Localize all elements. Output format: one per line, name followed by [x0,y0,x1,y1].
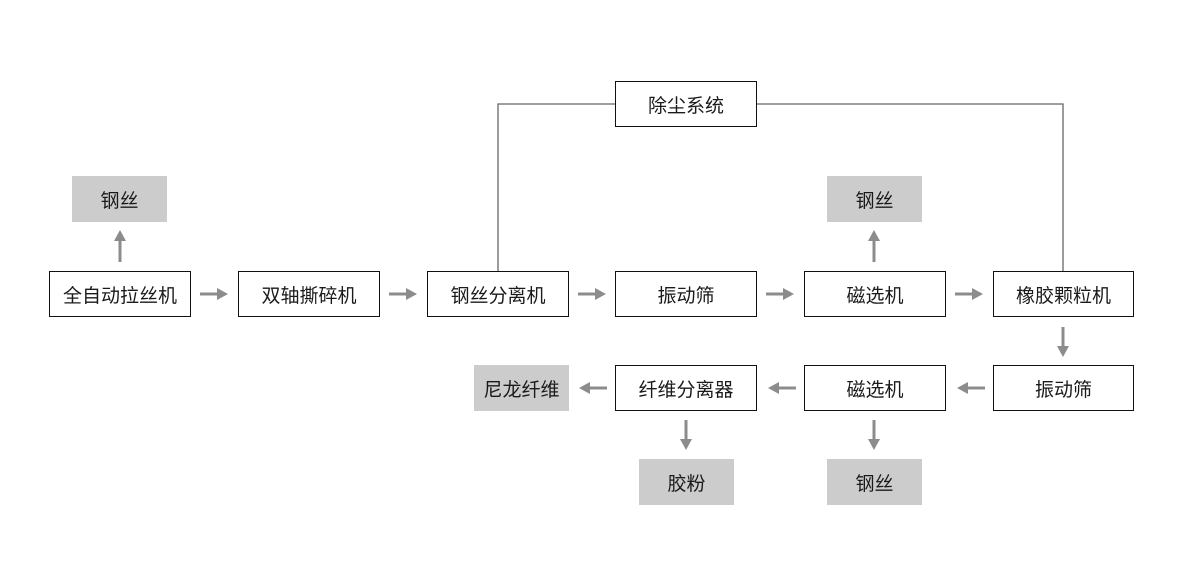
arrow-magnet-to-wire [868,230,880,262]
arrow-fiber-to-powder [680,420,692,450]
arrow-screen-to-magnet2 [957,382,985,394]
shredder-box: 双轴撕碎机 [238,271,380,317]
vibrating-screen-box-1: 振动筛 [615,271,757,317]
rubber-granulator-box: 橡胶颗粒机 [993,271,1134,317]
magnetic-separator-box-2: 磁选机 [804,365,946,411]
dust-system-box: 除尘系统 [615,81,757,127]
dust-connector-right [757,103,1064,271]
arrow-screen-to-magnet [766,288,794,300]
fiber-separator-box: 纤维分离器 [615,365,757,411]
arrow-magnet2-to-fiber [768,382,796,394]
dust-connector-left [497,103,615,271]
arrow-separator-to-screen [578,288,606,300]
arrow-fiber-to-nylon [579,382,607,394]
rubber-powder-output: 胶粉 [639,459,734,505]
vibrating-screen-box-2: 振动筛 [993,365,1134,411]
arrow-puller-to-wire [114,230,126,262]
wire-separator-box: 钢丝分离机 [427,271,569,317]
steel-wire-output-2: 钢丝 [827,176,922,222]
arrow-shredder-to-separator [389,288,417,300]
steel-wire-output-1: 钢丝 [72,176,167,222]
arrow-puller-to-shredder [200,288,228,300]
arrow-magnet2-to-wire [868,420,880,450]
steel-wire-output-3: 钢丝 [827,459,922,505]
nylon-fiber-output: 尼龙纤维 [474,365,569,411]
wire-puller-box: 全自动拉丝机 [49,271,191,317]
magnetic-separator-box-1: 磁选机 [804,271,946,317]
arrow-granulator-to-screen [1057,327,1069,357]
arrow-magnet-to-granulator [955,288,983,300]
